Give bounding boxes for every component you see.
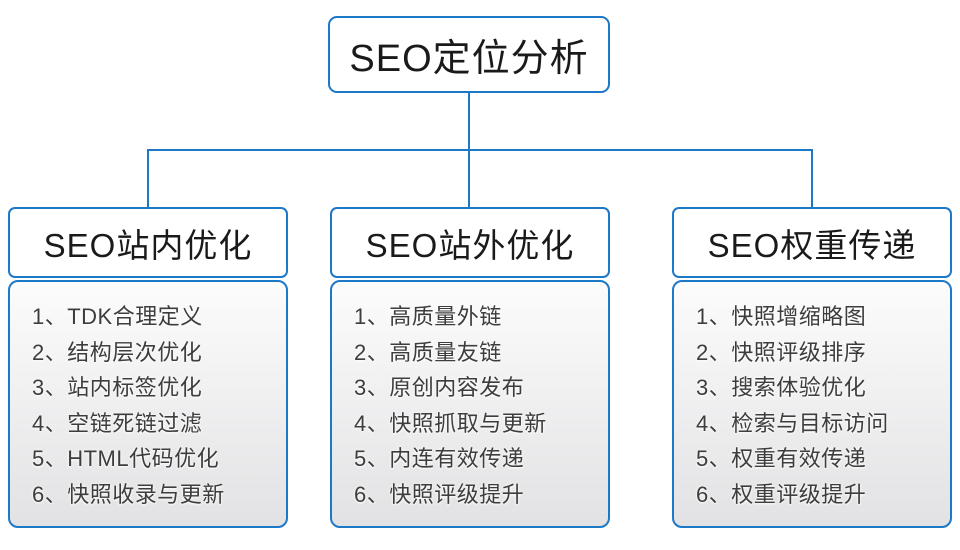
branch-header-label: SEO权重传递 bbox=[707, 226, 917, 264]
list-item: 2、快照评级排序 bbox=[696, 339, 867, 365]
list-item: 2、高质量友链 bbox=[354, 339, 502, 365]
root-node-label: SEO定位分析 bbox=[349, 38, 589, 80]
list-item: 4、检索与目标访问 bbox=[696, 410, 889, 436]
connector-drop-left bbox=[147, 150, 149, 208]
list-item: 3、原创内容发布 bbox=[354, 375, 525, 400]
list-item: 5、内连有效传递 bbox=[354, 446, 525, 471]
branch-list-offsite: 1、高质量外链 2、高质量友链 3、原创内容发布 4、快照抓取与更新 5、内连有… bbox=[330, 280, 610, 528]
branch-list-onsite: 1、TDK合理定义 2、结构层次优化 3、站内标签优化 4、空链死链过滤 5、H… bbox=[8, 280, 288, 528]
branch-list-weight: 1、快照增缩略图 2、快照评级排序 3、搜索体验优化 4、检索与目标访问 5、权… bbox=[672, 280, 952, 528]
connector-root-drop bbox=[468, 93, 470, 150]
connector-drop-middle bbox=[468, 150, 470, 208]
branch-header-onsite: SEO站内优化 bbox=[8, 207, 288, 278]
list-item: 6、权重评级提升 bbox=[696, 481, 867, 507]
list-item: 3、站内标签优化 bbox=[32, 375, 203, 400]
branch-header-offsite: SEO站外优化 bbox=[330, 207, 610, 278]
list-item: 5、权重有效传递 bbox=[696, 446, 867, 471]
list-item: 6、快照收录与更新 bbox=[32, 481, 225, 507]
connector-horizontal bbox=[147, 149, 813, 151]
list-item: 1、TDK合理定义 bbox=[32, 304, 203, 329]
list-item: 1、高质量外链 bbox=[354, 304, 502, 329]
connector-drop-right bbox=[811, 150, 813, 208]
branch-header-label: SEO站内优化 bbox=[43, 226, 253, 264]
branch-header-weight: SEO权重传递 bbox=[672, 207, 952, 278]
list-item: 4、空链死链过滤 bbox=[32, 410, 203, 436]
list-item: 6、快照评级提升 bbox=[354, 481, 525, 507]
branch-header-label: SEO站外优化 bbox=[365, 226, 575, 264]
root-node: SEO定位分析 bbox=[328, 16, 610, 93]
list-item: 2、结构层次优化 bbox=[32, 339, 203, 365]
list-item: 5、HTML代码优化 bbox=[32, 446, 220, 471]
list-item: 3、搜索体验优化 bbox=[696, 375, 867, 400]
list-item: 4、快照抓取与更新 bbox=[354, 410, 547, 436]
list-item: 1、快照增缩略图 bbox=[696, 304, 867, 329]
